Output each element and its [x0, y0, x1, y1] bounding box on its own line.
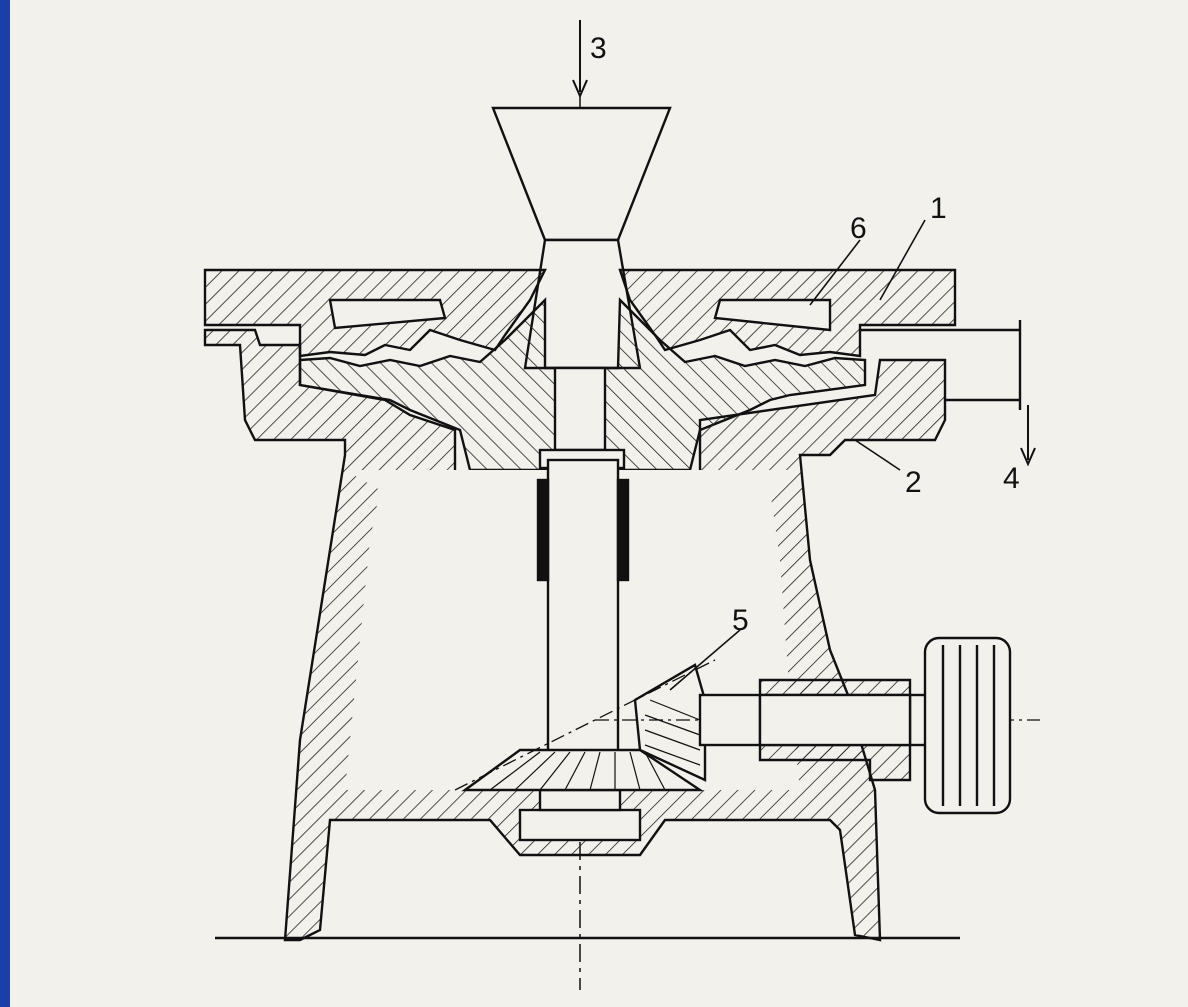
label-5: 5	[732, 604, 749, 637]
label-3: 3	[590, 32, 607, 65]
feed-hopper	[491, 106, 672, 242]
label-6: 6	[850, 212, 867, 245]
main-shaft	[546, 458, 620, 762]
label-4: 4	[1003, 462, 1020, 495]
outflow-pipe	[860, 320, 1022, 410]
label-1: 1	[930, 192, 947, 225]
label-2: 2	[905, 466, 922, 499]
foot-bearing	[518, 808, 642, 842]
cavity-right	[713, 298, 832, 332]
cavity-left	[328, 298, 447, 330]
pulley	[923, 636, 1012, 815]
